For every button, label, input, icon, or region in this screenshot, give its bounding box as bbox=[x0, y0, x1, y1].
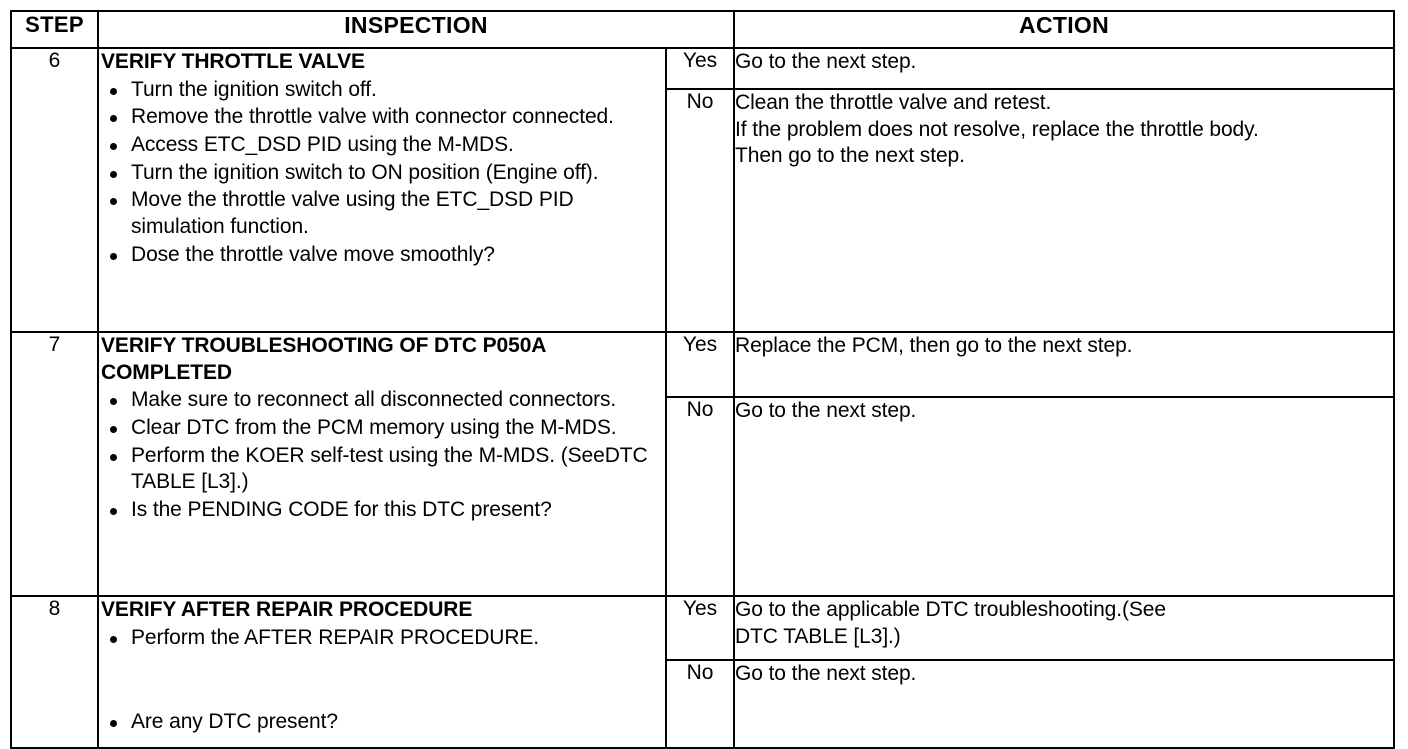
action-cell-no-6: Clean the throttle valve and retest. If … bbox=[733, 88, 1396, 333]
table-row: 7 VERIFY TROUBLESHOOTING OF DTC P050A CO… bbox=[10, 331, 1396, 597]
list-item: Make sure to reconnect all disconnected … bbox=[99, 387, 665, 414]
inspection-bullet-list-8: Perform the AFTER REPAIR PROCEDURE. Are … bbox=[99, 625, 665, 736]
list-item: Move the throttle valve using the ETC_DS… bbox=[99, 187, 665, 240]
action-line: Then go to the next step. bbox=[735, 144, 965, 168]
answer-label-yes-6: Yes bbox=[664, 47, 736, 90]
list-item: Is the PENDING CODE for this DTC present… bbox=[99, 497, 665, 524]
action-cell-no-8: Go to the next step. bbox=[733, 659, 1396, 749]
list-item: Turn the ignition switch to ON position … bbox=[99, 160, 665, 187]
header-row: STEP INSPECTION ACTION bbox=[10, 10, 1396, 49]
inspection-cell-6: VERIFY THROTTLE VALVE Turn the ignition … bbox=[97, 47, 667, 333]
inspection-title-8: VERIFY AFTER REPAIR PROCEDURE bbox=[101, 598, 473, 621]
table-row: 8 VERIFY AFTER REPAIR PROCEDURE Perform … bbox=[10, 595, 1396, 749]
step-number-8: 8 bbox=[10, 595, 99, 749]
column-header-action: ACTION bbox=[733, 10, 1396, 49]
inspection-title-6: VERIFY THROTTLE VALVE bbox=[101, 50, 365, 73]
inspection-title-7: VERIFY TROUBLESHOOTING OF DTC P050A COMP… bbox=[101, 334, 546, 384]
column-header-inspection: INSPECTION bbox=[96, 10, 736, 49]
action-line: If the problem does not resolve, replace… bbox=[735, 117, 1259, 141]
inspection-cell-7: VERIFY TROUBLESHOOTING OF DTC P050A COMP… bbox=[97, 331, 667, 597]
inspection-bullet-list-6: Turn the ignition switch off. Remove the… bbox=[99, 77, 665, 269]
answer-label-no-6: No bbox=[664, 88, 736, 333]
action-line: DTC TABLE [L3].) bbox=[735, 624, 901, 648]
answer-label-no-8: No bbox=[664, 659, 736, 749]
action-line: Replace the PCM, then go to the next ste… bbox=[735, 334, 1133, 357]
list-item: Access ETC_DSD PID using the M-MDS. bbox=[99, 132, 665, 159]
list-item: Perform the KOER self-test using the M-M… bbox=[99, 443, 665, 496]
table-row: No Go to the next step. bbox=[11, 659, 1396, 749]
column-header-step: STEP bbox=[10, 10, 99, 49]
list-item: Dose the throttle valve move smoothly? bbox=[99, 242, 665, 269]
table-row: No Go to the next step. bbox=[11, 396, 1396, 597]
list-item: Are any DTC present? bbox=[99, 709, 665, 736]
action-line: Go to the next step. bbox=[735, 399, 917, 422]
action-line: Go to the next step. bbox=[735, 662, 917, 685]
table-row: 6 VERIFY THROTTLE VALVE Turn the ignitio… bbox=[10, 47, 1396, 333]
dtc-troubleshooting-table: STEP INSPECTION ACTION 6 VERIFY THROTTLE… bbox=[10, 10, 1396, 749]
table-row: No Clean the throttle valve and retest. … bbox=[11, 88, 1396, 333]
action-line: Clean the throttle valve and retest. bbox=[735, 91, 1052, 114]
inspection-bullet-list-7: Make sure to reconnect all disconnected … bbox=[99, 387, 665, 523]
inspection-cell-8: VERIFY AFTER REPAIR PROCEDURE Perform th… bbox=[97, 595, 667, 749]
action-cell-yes-8: Go to the applicable DTC troubleshooting… bbox=[733, 595, 1396, 661]
list-item: Turn the ignition switch off. bbox=[99, 77, 665, 104]
list-item: Perform the AFTER REPAIR PROCEDURE. bbox=[99, 625, 665, 652]
answer-label-yes-7: Yes bbox=[664, 331, 736, 398]
step-number-7: 7 bbox=[10, 331, 99, 597]
action-line: Go to the next step. bbox=[735, 50, 917, 73]
action-cell-yes-7: Replace the PCM, then go to the next ste… bbox=[733, 331, 1396, 398]
action-cell-yes-6: Go to the next step. bbox=[733, 47, 1396, 90]
step-number-6: 6 bbox=[10, 47, 99, 333]
table-header: STEP INSPECTION ACTION bbox=[10, 10, 1396, 49]
list-item: Remove the throttle valve with connector… bbox=[99, 104, 665, 131]
table-body: 6 VERIFY THROTTLE VALVE Turn the ignitio… bbox=[10, 47, 1396, 749]
action-line: Go to the applicable DTC troubleshooting… bbox=[735, 598, 1166, 621]
answer-label-yes-8: Yes bbox=[664, 595, 736, 661]
answer-label-no-7: No bbox=[664, 396, 736, 597]
list-item: Clear DTC from the PCM memory using the … bbox=[99, 415, 665, 442]
action-cell-no-7: Go to the next step. bbox=[733, 396, 1396, 597]
